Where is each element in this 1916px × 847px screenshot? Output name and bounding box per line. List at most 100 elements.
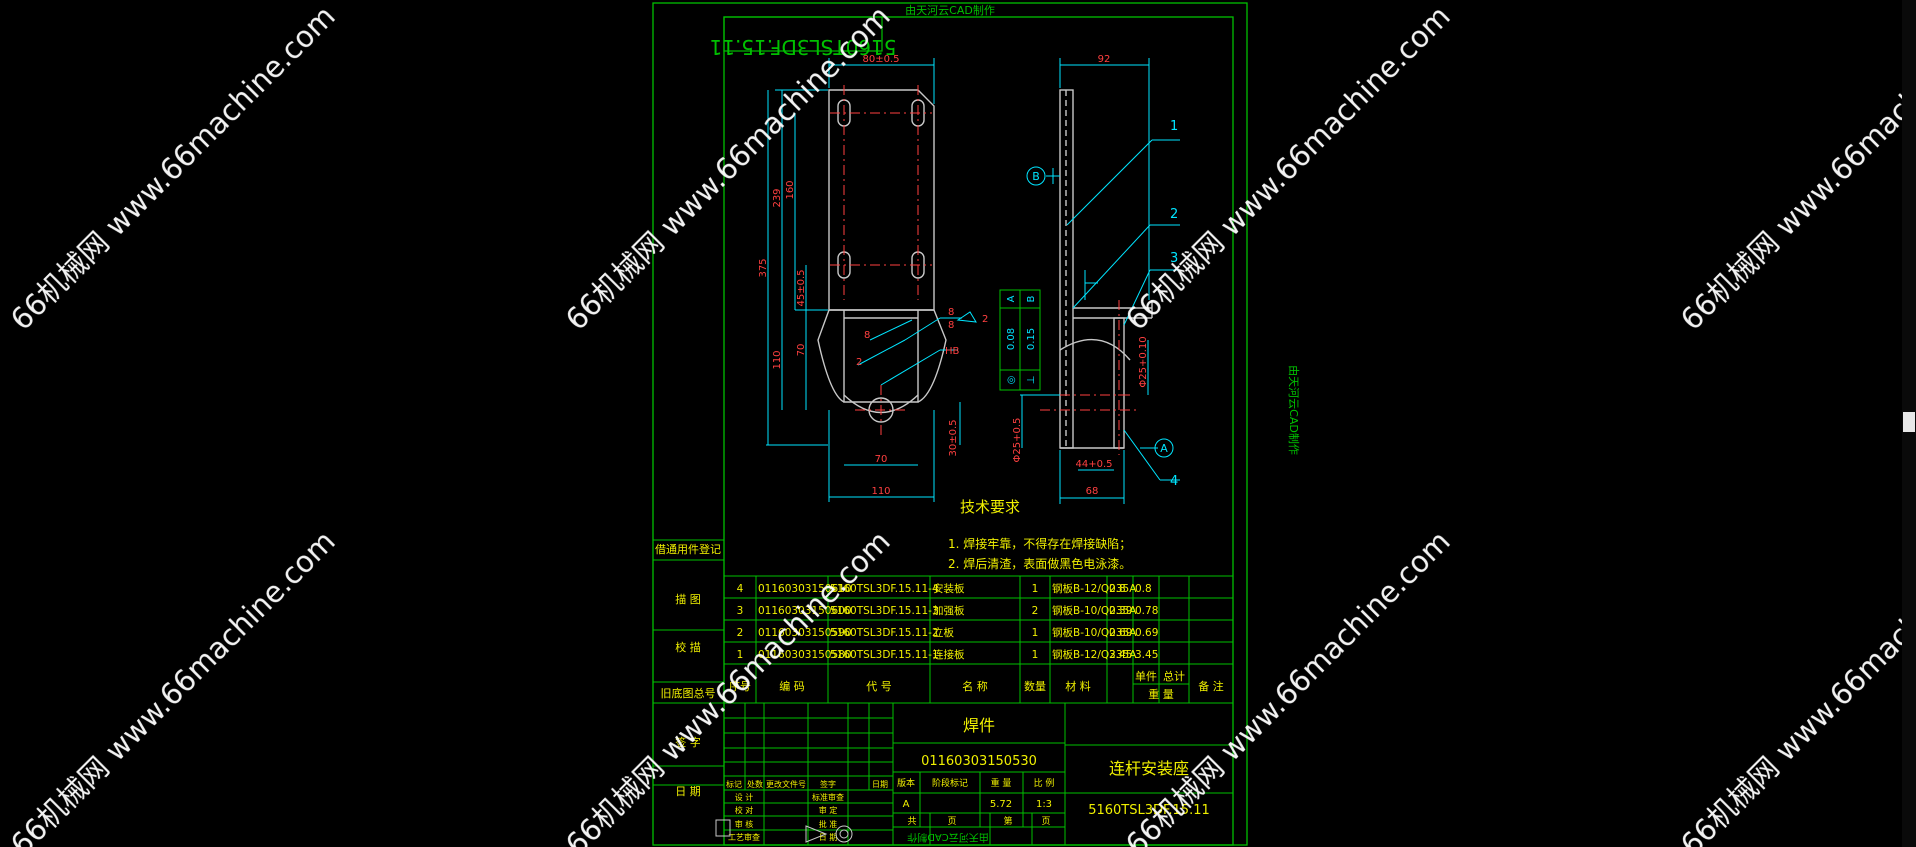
svg-text:5.72: 5.72 [990, 799, 1012, 810]
svg-text:160: 160 [785, 180, 796, 199]
svg-text:阶段标记: 阶段标记 [932, 777, 968, 789]
title-code: 01160303150530 [921, 754, 1037, 769]
svg-text:版本: 版本 [897, 777, 915, 789]
svg-text:处数: 处数 [747, 779, 763, 789]
svg-text:44+0.5: 44+0.5 [1075, 459, 1112, 470]
svg-text:审 定: 审 定 [819, 805, 838, 815]
bom-cell: 5160TSL3DF.15.11-2 [830, 627, 939, 639]
drawing-number-box: 5160TSL3DF.15.11 [710, 16, 897, 59]
front-view-dimension-lines [766, 58, 962, 502]
side-view-dimension-texts: 92 68 44+0.5 Φ25+0.5 Φ25+0.10 [1012, 54, 1149, 497]
svg-text:◎: ◎ [1006, 376, 1017, 385]
bom-cell: 1 [1032, 583, 1039, 595]
svg-text:80±0.5: 80±0.5 [862, 54, 899, 65]
bom-cell: 安装板 [933, 582, 965, 595]
bom-cell: 01160303150580 [758, 649, 852, 661]
bom-cell: 加强板 [933, 604, 965, 617]
svg-text:标记: 标记 [726, 779, 742, 789]
left-column-labels: 借通用件登记 描 图 校 描 旧底图总号 签 字 日 期 [655, 542, 721, 798]
left-signature-column [653, 539, 724, 786]
bom-cell: 1 [1032, 649, 1039, 661]
scroll-thumb[interactable] [1903, 412, 1915, 432]
weld-symbol [956, 311, 977, 323]
bom-cell: 1 [1032, 627, 1039, 639]
svg-text:共: 共 [907, 816, 916, 827]
top-banner: 由天河云CAD制作 [905, 3, 995, 17]
bottom-banner: 由天河云CAD制作 [907, 831, 989, 844]
drawing-frame [652, 2, 1248, 846]
svg-text:旧底图总号: 旧底图总号 [661, 686, 716, 700]
svg-text:单件: 单件 [1135, 670, 1157, 683]
tech-note-2: 2. 焊后清渣，表面做黑色电泳漆。 [948, 556, 1131, 571]
svg-text:2: 2 [982, 314, 988, 325]
side-banner: 由天河云CAD制作 [1287, 365, 1301, 455]
bom-table-grid [724, 575, 1233, 704]
bom-cell: 0.69 [1135, 627, 1158, 639]
title-block-grid [723, 703, 1233, 845]
bom-header: 序号 编 码 代 号 名 称 数量 材 料 单件 总计 重 量 备 注 [729, 669, 1224, 701]
svg-text:日 期: 日 期 [675, 785, 701, 798]
bom-cell: 01160303150590 [758, 627, 852, 639]
svg-text:A: A [1160, 442, 1168, 455]
svg-text:110: 110 [871, 486, 890, 497]
vertical-scrollbar[interactable] [1902, 0, 1916, 847]
part-callouts: 1 2 3 4 [1170, 119, 1178, 489]
svg-text:代 号: 代 号 [866, 680, 892, 693]
svg-text:备 注: 备 注 [1198, 679, 1224, 693]
svg-text:描 图: 描 图 [675, 592, 701, 606]
svg-text:70: 70 [796, 344, 807, 357]
svg-text:30±0.5: 30±0.5 [948, 419, 959, 456]
bom-cell: 3 [737, 605, 744, 617]
svg-text:签字: 签字 [820, 779, 836, 789]
bom-cell: 钢板B-12/Q235A [1052, 582, 1137, 595]
bom-cell: 01160303150610 [758, 583, 852, 595]
svg-text:HB: HB [945, 346, 960, 357]
svg-text:110: 110 [772, 350, 783, 369]
svg-text:⊥: ⊥ [1026, 376, 1037, 385]
svg-text:A: A [903, 799, 910, 810]
svg-text:序号: 序号 [729, 679, 751, 693]
svg-text:239: 239 [772, 188, 783, 207]
callout-3: 3 [1170, 251, 1178, 266]
bom-cell: 1 [737, 649, 744, 661]
svg-text:校 描: 校 描 [675, 640, 701, 654]
svg-text:68: 68 [1086, 486, 1099, 497]
svg-text:5160TSL3DF.15.11: 5160TSL3DF.15.11 [710, 35, 897, 59]
svg-text:375: 375 [758, 258, 769, 277]
callout-2: 2 [1170, 207, 1178, 222]
svg-text:名 称: 名 称 [962, 679, 988, 693]
title-material: 焊件 [963, 716, 995, 735]
svg-text:比 例: 比 例 [1034, 777, 1055, 789]
projection-symbol [715, 819, 853, 843]
front-view-dimension-texts: 80±0.5 239 160 375 45±0.5 70 110 70 110 … [758, 54, 988, 497]
svg-text:校 对: 校 对 [735, 805, 754, 815]
front-view-centerlines [830, 85, 932, 435]
svg-text:签 字: 签 字 [675, 735, 701, 749]
svg-text:1:3: 1:3 [1036, 799, 1052, 810]
svg-text:8: 8 [948, 307, 954, 318]
svg-text:A: A [1006, 295, 1017, 302]
svg-text:设 计: 设 计 [735, 792, 754, 802]
svg-text:重 量: 重 量 [991, 777, 1012, 789]
bom-cell: 4 [737, 583, 744, 595]
svg-text:0.08: 0.08 [1006, 328, 1017, 350]
bom-cell: 0.8 [1109, 583, 1126, 595]
svg-text:页: 页 [1041, 816, 1050, 827]
svg-text:工艺审查: 工艺审查 [728, 832, 760, 842]
svg-text:70: 70 [875, 454, 888, 465]
bom-cell: 0.39 [1109, 605, 1132, 617]
bom-cell: 5160TSL3DF.15.11-4 [830, 583, 939, 595]
side-view [1059, 89, 1153, 449]
svg-text:Φ25+0.10: Φ25+0.10 [1138, 336, 1149, 387]
tech-note-1: 1. 焊接牢靠，不得存在焊接缺陷； [948, 536, 1131, 551]
svg-text:第: 第 [1003, 815, 1012, 827]
bom-cell: 5160TSL3DF.15.11-3 [830, 605, 939, 617]
bom-cell: 3.45 [1135, 649, 1158, 661]
bom-cell: 3.45 [1109, 649, 1132, 661]
svg-text:数量: 数量 [1024, 680, 1046, 693]
datum-a: A [1154, 438, 1174, 458]
